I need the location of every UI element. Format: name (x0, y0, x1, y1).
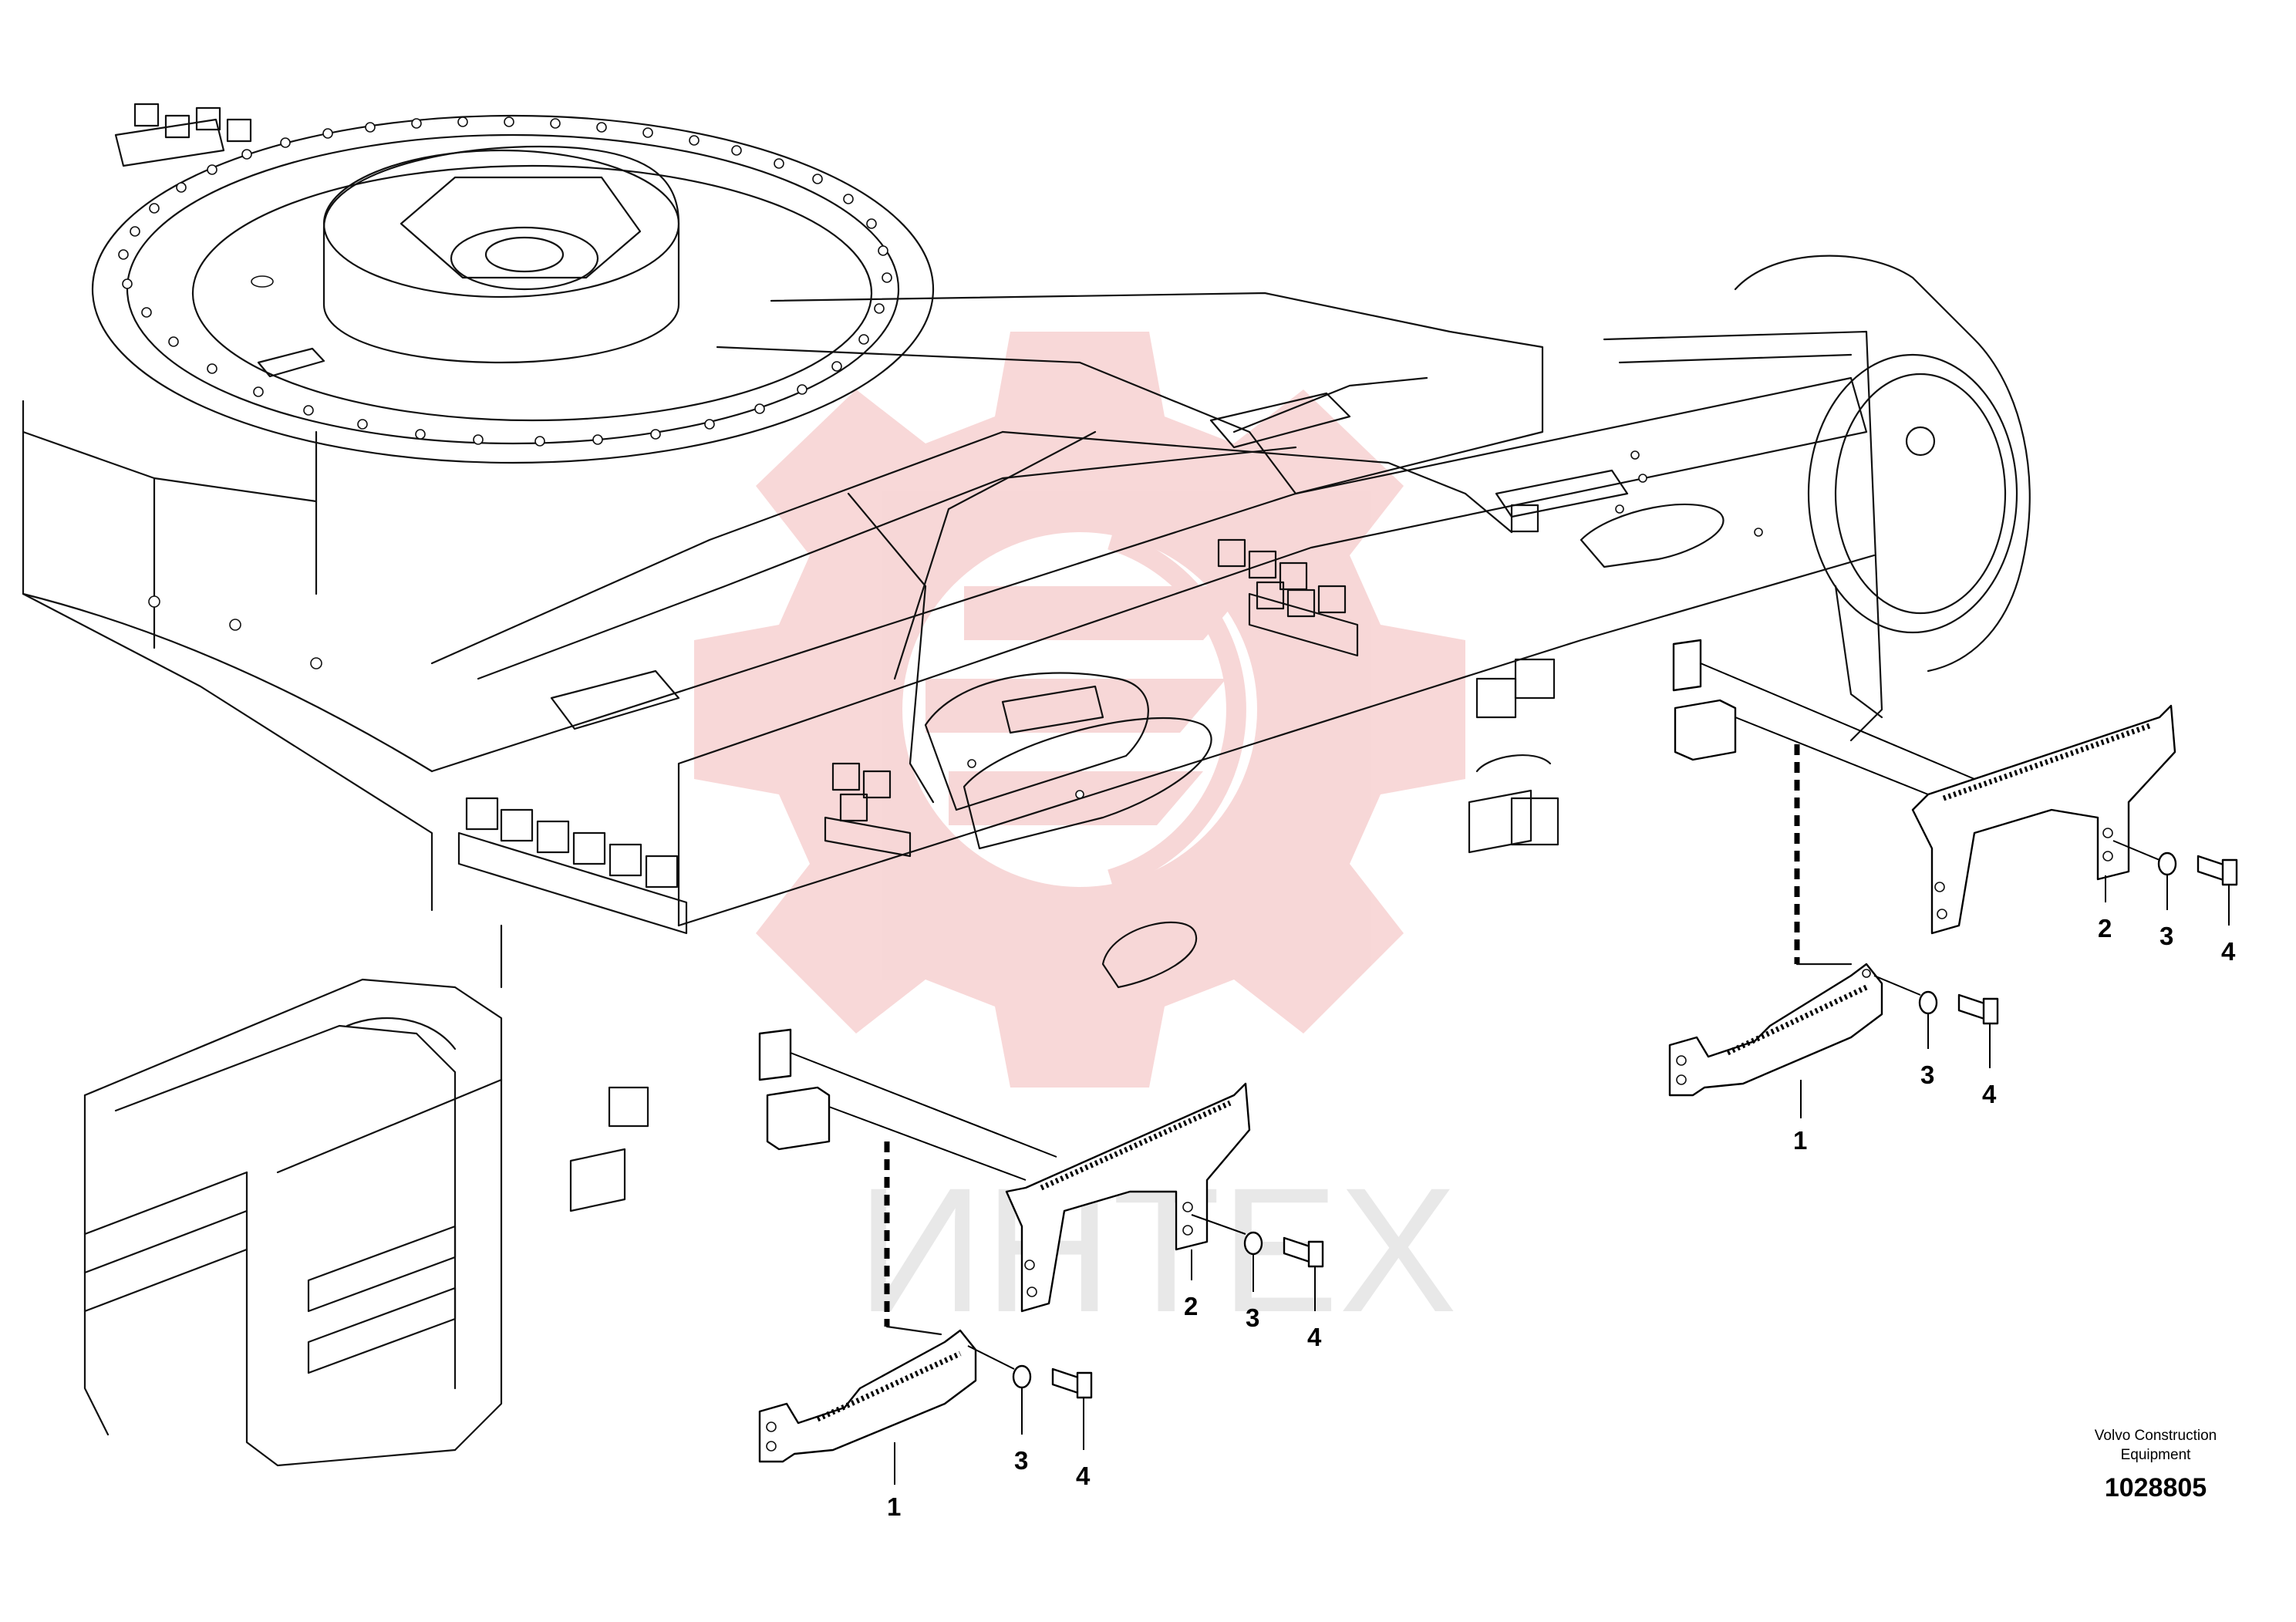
callout-4-left-lower: 4 (1076, 1462, 1091, 1490)
undercarriage-frame (22, 103, 2031, 1467)
callout-labels: 2 3 4 3 4 1 2 3 4 3 4 1 (887, 914, 2236, 1521)
bolt-row-center (824, 762, 912, 858)
callout-3-right-lower: 3 (1920, 1061, 1934, 1089)
callout-leaders (894, 875, 2230, 1485)
callout-1-right: 1 (1793, 1126, 1807, 1155)
track-guard-part-2-right (1911, 704, 2176, 935)
reference-number: 1028805 (2105, 1473, 2207, 1502)
bolt-row-front (457, 797, 688, 935)
watermark-gear-logo (694, 332, 1465, 1088)
callout-4-right-upper: 4 (2221, 937, 2236, 966)
callout-3-right-upper: 3 (2159, 922, 2173, 950)
part-group-left (758, 1028, 1324, 1463)
track-guard-part-1-right (1668, 963, 1883, 1097)
credit-line-2: Equipment (2121, 1447, 2192, 1463)
credit-block: Volvo Construction Equipment 1028805 (2095, 1428, 2217, 1502)
credit-line-1: Volvo Construction (2095, 1428, 2217, 1444)
callout-4-right-lower: 4 (1982, 1080, 1997, 1108)
callout-2-right: 2 (2098, 914, 2112, 943)
top-left-bolt-cluster (114, 103, 252, 167)
callout-1-left: 1 (887, 1492, 901, 1521)
part-group-right (1668, 639, 2238, 1097)
callout-3-left-lower: 3 (1014, 1446, 1028, 1475)
callout-2-left: 2 (1184, 1292, 1198, 1320)
track-guard-part-2-left (1005, 1082, 1251, 1313)
bearing-bolt-holes (118, 116, 892, 447)
callout-4-left-upper: 4 (1307, 1323, 1322, 1351)
bolt-row-rear (1217, 504, 1539, 657)
callout-3-left-upper: 3 (1246, 1303, 1259, 1332)
